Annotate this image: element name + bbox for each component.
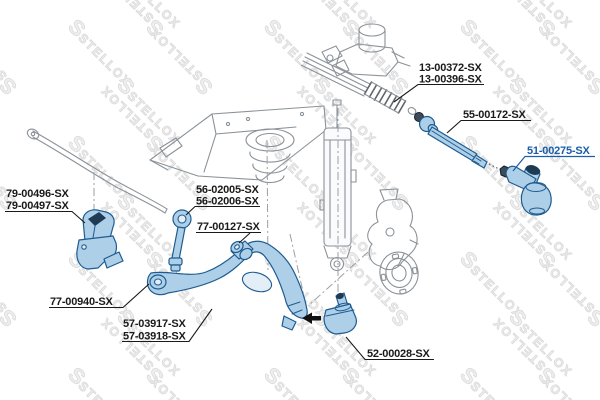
subframe-line-art [149, 105, 327, 184]
part-label-55-00172-sx[interactable]: 55-00172-SX [463, 109, 527, 121]
part-label-51-00275-sx-highlighted[interactable]: 51-00275-SX [527, 145, 591, 157]
part-label-13-00372-sx[interactable]: 13-00372-SX [419, 62, 483, 74]
stabilizer-bar-line-art [26, 128, 168, 214]
steering-rack-line-art [300, 23, 411, 97]
left-arrow-icon [302, 312, 321, 324]
steering-knuckle-line-art [367, 188, 419, 271]
part-label-77-00940-sx[interactable]: 77-00940-SX [50, 296, 114, 308]
part-label-79-00497-sx[interactable]: 79-00497-SX [6, 200, 70, 212]
part-label-56-02006-sx[interactable]: 56-02006-SX [196, 196, 260, 208]
stabilizer-bushing-part[interactable] [76, 209, 124, 270]
part-label-52-00028-sx[interactable]: 52-00028-SX [367, 348, 431, 360]
part-label-77-00127-sx[interactable]: 77-00127-SX [197, 221, 261, 233]
part-label-57-03918-sx[interactable]: 57-03918-SX [123, 331, 187, 343]
part-label-13-00396-sx[interactable]: 13-00396-SX [419, 74, 483, 86]
control-arm-rear-bushing-part[interactable] [229, 239, 254, 262]
part-label-56-02005-sx[interactable]: 56-02005-SX [196, 184, 260, 196]
stabilizer-link-part[interactable] [168, 209, 192, 272]
leader-lines [5, 83, 595, 361]
part-label-57-03917-sx[interactable]: 57-03917-SX [123, 318, 187, 330]
part-label-79-00496-sx[interactable]: 79-00496-SX [6, 188, 70, 200]
wheel-hub-line-art [379, 251, 419, 295]
inner-tie-rod-part[interactable] [414, 112, 500, 170]
shock-absorber-line-art [319, 99, 357, 272]
tie-rod-end-part[interactable] [505, 163, 552, 216]
ball-joint-part[interactable] [323, 292, 357, 335]
control-arm-part[interactable] [146, 240, 308, 331]
